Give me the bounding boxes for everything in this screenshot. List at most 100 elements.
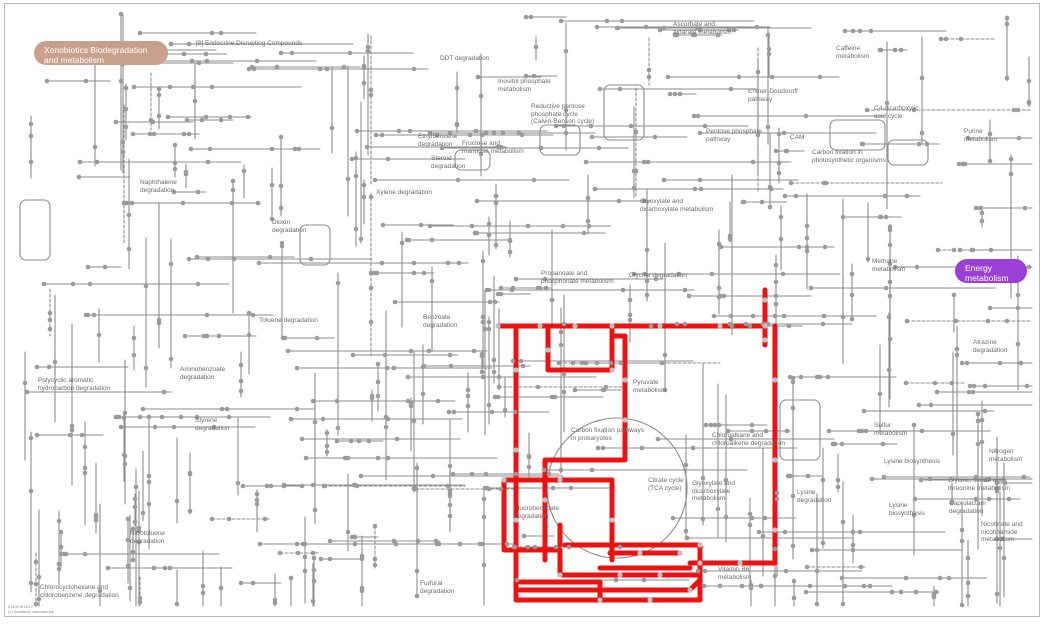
cycle-loop: [887, 139, 929, 166]
compound-node: [483, 471, 489, 477]
pathway-label-glycine-deg[interactable]: Glycine degradation: [629, 272, 687, 279]
pathway-label-methane[interactable]: Methane metabolism: [872, 258, 906, 273]
pathway-label-purine[interactable]: Purine metabolism: [964, 128, 998, 143]
compound-node: [147, 131, 153, 137]
pathway-label-furfural[interactable]: Furfural degradation: [420, 580, 455, 595]
compound-node: [429, 278, 435, 284]
pathway-label-c4[interactable]: C4-dicarboxylic acid cycle: [874, 105, 919, 120]
compound-node: [717, 323, 723, 329]
compound-node: [882, 193, 888, 199]
pathway-label-cam[interactable]: CAM: [790, 134, 805, 141]
compound-node: [262, 516, 268, 522]
compound-node: [762, 323, 768, 329]
compound-node: [34, 432, 40, 438]
compound-node: [723, 477, 729, 483]
pathway-label-lysine-deg[interactable]: Lysine degradation: [797, 489, 832, 504]
compound-node: [257, 541, 263, 547]
pathway-label-nitrotoluene[interactable]: Nitrotoluene degradation: [130, 530, 166, 545]
pathway-label-lysine-bio-2[interactable]: Lysine biosynthesis: [889, 502, 925, 517]
pathway-label-tca[interactable]: Citrate cycle (TCA cycle): [648, 477, 684, 492]
compound-node: [482, 326, 488, 332]
compound-node: [513, 367, 519, 373]
pathway-label-ethylbenzene[interactable]: Ethylbenzene degradation: [418, 133, 458, 148]
pathway-label-atrazine[interactable]: Atrazine degradation: [973, 339, 1008, 354]
pathway-label-calvin[interactable]: Reductive pentose phosphate cycle (Calvi…: [531, 103, 595, 125]
pathway-label-nitrogen[interactable]: Nitrogen metabolism: [989, 448, 1023, 463]
pathway-label-carbon-prok[interactable]: Carbon fixation pathways in prokaryotes: [571, 427, 644, 442]
compound-node: [784, 428, 790, 434]
pathway-label-glyoxylate-2[interactable]: Glyoxylate and dicarboxylate metabolism: [692, 480, 735, 502]
pathway-label-dioxin[interactable]: Dioxin degradation: [272, 219, 307, 234]
pathway-label-naphthalene[interactable]: Naphthalene degradation: [140, 179, 177, 194]
compound-node: [979, 439, 985, 445]
pathway-label-propanoate[interactable]: Propanoate and phosphonate metabolism: [541, 270, 614, 285]
pathway-label-ascorbate[interactable]: Ascorbate and aldarate metabolism: [673, 21, 732, 36]
pathway-label-toluene[interactable]: Toluene degradation: [259, 317, 318, 324]
pathway-label-steroid[interactable]: Steroid degradation: [431, 155, 466, 170]
pathway-label-aminobenzoate[interactable]: Aminobenzoate degradation: [180, 366, 226, 381]
compound-node: [850, 529, 856, 535]
pathway-label-entner[interactable]: Entner-Doudoroff pathway: [748, 88, 798, 103]
compound-node: [966, 389, 972, 395]
compound-node: [41, 281, 47, 287]
compound-node: [121, 200, 127, 206]
pathway-label-styrene[interactable]: Styrene degradation: [195, 417, 230, 432]
pathway-label-chloroalkane[interactable]: Chloroalkane and chloroalkene degradatio…: [712, 432, 785, 447]
compound-node: [137, 30, 143, 36]
pathway-label-ddt[interactable]: DDT degradation: [440, 55, 490, 62]
pathway-label-benzoate[interactable]: Benzoate degradation: [423, 314, 458, 329]
pathway-label-lysine-bio-1[interactable]: Lysine biosynthesis: [884, 458, 941, 465]
compound-node: [1015, 305, 1021, 311]
pathway-label-fructose[interactable]: Fructose and mannose metabolism: [462, 140, 524, 155]
compound-node: [415, 538, 421, 544]
compound-node: [928, 402, 934, 408]
compound-node: [146, 414, 152, 420]
compound-node: [368, 194, 374, 200]
compound-node: [608, 360, 614, 366]
compound-node: [790, 543, 796, 549]
compound-node: [375, 455, 381, 461]
pathway-label-pyruvate[interactable]: Pyruvate metabolism: [633, 379, 667, 394]
pathway-label-caprolactam[interactable]: Caprolactam degradation: [949, 500, 986, 515]
compound-node: [750, 313, 756, 319]
compound-node: [887, 242, 893, 248]
compound-node: [118, 11, 124, 17]
compound-node: [988, 247, 994, 253]
pathway-label-nicotinate[interactable]: Nicotinate and nicotinamide metabolism: [981, 521, 1023, 543]
compound-node: [545, 347, 551, 353]
pathway-label-caffeine[interactable]: Caffeine metabolism: [836, 45, 870, 60]
compound-node: [975, 411, 981, 417]
pathway-label-sulfur[interactable]: Sulfur metabolism: [874, 422, 908, 437]
category-energy-pill[interactable]: Energy metabolism: [955, 259, 1027, 283]
pathway-label-pah[interactable]: Polycyclic aromatic hydrocarbon degradat…: [38, 377, 111, 392]
compound-node: [954, 352, 960, 358]
compound-node: [665, 74, 671, 80]
pathway-label-glycine-serine[interactable]: Glycine, serine and threonine metabolism: [948, 477, 1011, 492]
compound-node: [277, 550, 283, 556]
pathway-label-fluorobenzoate[interactable]: Fluorobenzoate degradation: [514, 505, 560, 520]
compound-node: [294, 365, 300, 371]
pathway-label-inositol[interactable]: Inositol phosphate metabolism: [498, 78, 551, 93]
compound-node: [817, 74, 823, 80]
reaction-path: [501, 477, 615, 563]
compound-node: [113, 119, 119, 125]
category-xenobiotics-pill[interactable]: Xenobiotics Biodegradation and metabolis…: [34, 41, 168, 65]
compound-node: [716, 422, 722, 428]
compound-node: [472, 230, 478, 236]
pathway-label-chlorocyclohexane[interactable]: Chlorocyclohexane and chlorobenzene degr…: [40, 584, 119, 599]
compound-node: [987, 131, 993, 137]
compound-node: [383, 424, 389, 430]
compound-node: [229, 200, 235, 206]
pathway-label-xylene[interactable]: Xylene degradation: [376, 189, 433, 196]
compound-node: [379, 132, 385, 138]
pathway-label-edc[interactable]: [8] Endocrine Disrupting Compounds: [196, 40, 303, 47]
compound-node: [411, 486, 417, 492]
compound-node: [662, 387, 668, 393]
pathway-label-vitb6[interactable]: Vitamin B6 metabolism: [718, 566, 752, 581]
pathway-label-glyoxylate-1[interactable]: Glyoxylate and dicarboxylate metabolism: [640, 198, 714, 213]
compound-node: [433, 538, 439, 544]
compound-node: [760, 533, 766, 539]
compound-node: [697, 542, 703, 548]
pathway-label-pentose[interactable]: Pentose phosphate pathway: [706, 128, 763, 143]
pathway-label-carbon-photo[interactable]: Carbon fixation in photosynthetic organi…: [812, 149, 886, 164]
